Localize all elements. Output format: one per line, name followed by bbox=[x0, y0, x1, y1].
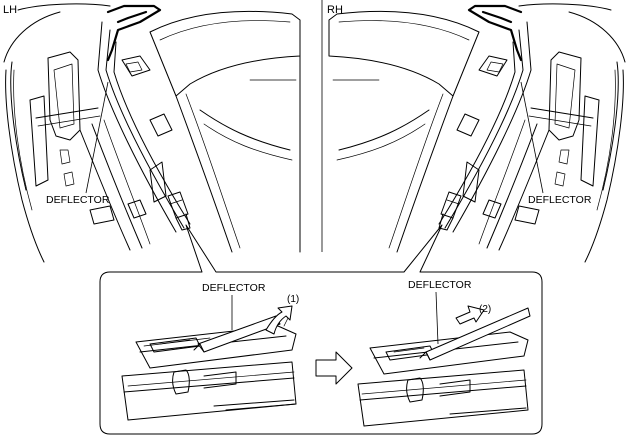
step1-view: DEFLECTOR (1) bbox=[121, 282, 299, 421]
lh-view: LH bbox=[3, 3, 301, 263]
deflector-lh-label: DEFLECTOR bbox=[46, 194, 110, 206]
step2-arrow bbox=[455, 305, 485, 325]
detail-callout: DEFLECTOR (1) DEFLECTOR bbox=[99, 224, 543, 435]
step2-view: DEFLECTOR (2) bbox=[357, 279, 531, 427]
deflector-step1-label: DEFLECTOR bbox=[202, 282, 266, 294]
deflector-rh-label: DEFLECTOR bbox=[528, 194, 592, 206]
rh-view: RH bbox=[327, 3, 626, 263]
step1-label: (1) bbox=[287, 294, 299, 305]
deflector-lh-leader bbox=[85, 81, 109, 194]
lh-label: LH bbox=[3, 4, 17, 16]
step2-label: (2) bbox=[479, 304, 491, 315]
deflector-step2-leader bbox=[435, 291, 439, 345]
rh-label: RH bbox=[327, 4, 343, 16]
next-step-arrow bbox=[315, 351, 353, 385]
deflector-step2-label: DEFLECTOR bbox=[408, 279, 472, 291]
